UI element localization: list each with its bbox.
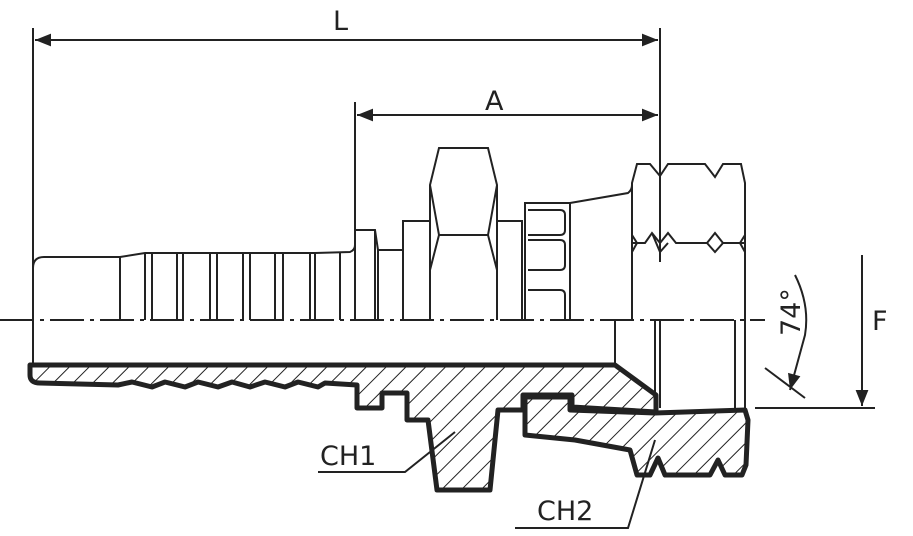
dimension-A: A — [354, 86, 658, 232]
dimension-L-label: L — [333, 6, 348, 37]
dimension-A-label: A — [485, 86, 504, 117]
angle-dimension: 74° — [764, 274, 808, 399]
angle-label: 74° — [776, 288, 807, 336]
dimension-L: L — [32, 6, 661, 372]
dimension-F: F — [755, 255, 888, 409]
body-section — [27, 362, 659, 493]
dimension-F-label: F — [872, 306, 888, 337]
callout-CH2-label: CH2 — [537, 496, 593, 527]
nut-section — [522, 394, 751, 478]
callout-CH1: CH1 — [318, 431, 456, 473]
fitting-external-view — [32, 147, 746, 320]
callout-CH1-label: CH1 — [320, 441, 376, 472]
callout-CH2: CH2 — [515, 439, 656, 529]
